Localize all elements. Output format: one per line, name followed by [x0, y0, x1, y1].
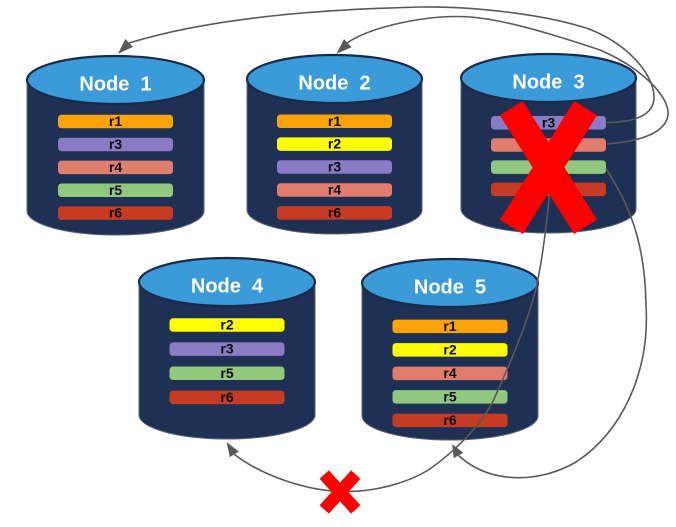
- svg-text:r4: r4: [328, 182, 341, 198]
- svg-text:Node 3: Node 3: [512, 72, 584, 94]
- svg-text:r2: r2: [220, 317, 233, 333]
- svg-text:r3: r3: [220, 341, 233, 357]
- svg-text:r3: r3: [109, 136, 122, 152]
- svg-text:r2: r2: [328, 136, 341, 152]
- svg-text:r5: r5: [220, 365, 233, 381]
- svg-text:Node 5: Node 5: [414, 277, 486, 299]
- svg-text:Node 1: Node 1: [79, 74, 151, 96]
- svg-text:r1: r1: [109, 113, 122, 129]
- svg-text:r3: r3: [328, 159, 341, 175]
- svg-text:Node 2: Node 2: [298, 73, 370, 95]
- svg-text:r2: r2: [443, 341, 456, 357]
- svg-text:r5: r5: [443, 388, 456, 404]
- svg-text:r4: r4: [109, 159, 122, 175]
- svg-text:r6: r6: [220, 389, 233, 405]
- svg-text:r6: r6: [443, 412, 456, 428]
- svg-text:r3: r3: [542, 114, 555, 130]
- svg-text:r4: r4: [443, 365, 456, 381]
- svg-text:r1: r1: [328, 113, 341, 129]
- svg-text:r6: r6: [109, 205, 122, 221]
- svg-text:r1: r1: [443, 318, 456, 334]
- svg-text:Node 4: Node 4: [191, 276, 264, 298]
- svg-text:r5: r5: [109, 182, 122, 198]
- svg-text:r6: r6: [328, 204, 341, 220]
